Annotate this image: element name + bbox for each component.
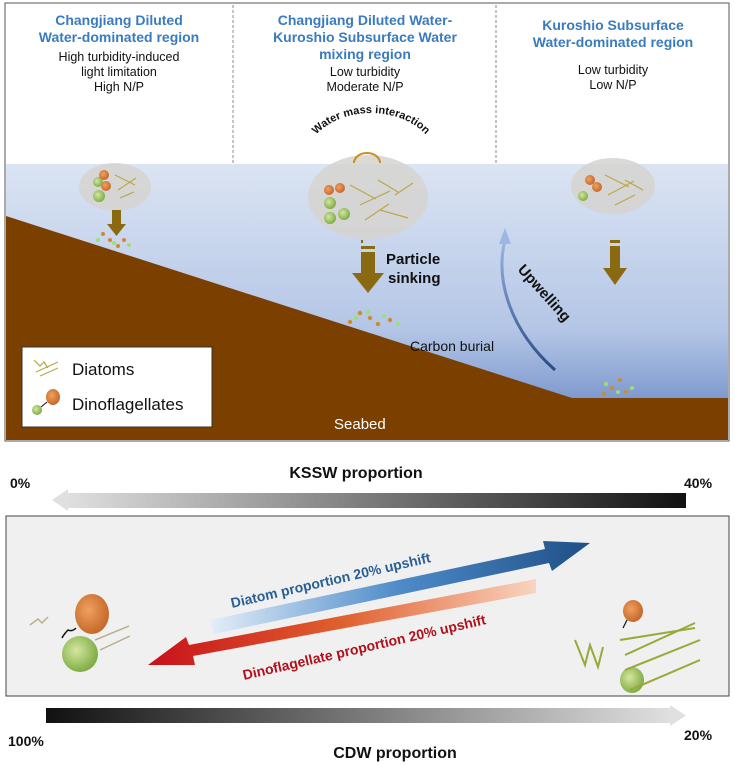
plankton-cluster-mixing [308, 155, 428, 239]
kssw-gradient-arrow [52, 489, 686, 511]
kssw-scale-left: 0% [10, 475, 31, 491]
legend-label-dinoflagellates: Dinoflagellates [72, 395, 184, 414]
dinoflagellate-shift-arrow [148, 579, 536, 665]
cdw-scale-left: 100% [8, 733, 44, 749]
diatom-shift-arrow [210, 541, 590, 634]
cdw-scale-title: CDW proportion [333, 745, 457, 762]
upwelling-arrowhead [499, 228, 511, 244]
lower-panel-frame [5, 515, 730, 697]
kssw-scale-right: 40% [684, 475, 713, 491]
seabed-label: Seabed [334, 416, 386, 433]
region-header-mixing: Changjiang Diluted Water-Kuroshio Subsur… [238, 12, 492, 95]
plankton-cluster-cdw [79, 163, 151, 211]
legend: Diatoms Dinoflagellates [21, 346, 213, 428]
plankton-cluster-kssw [571, 158, 655, 214]
cdw-scale-right: 20% [684, 727, 713, 743]
dinoflagellate-icon [32, 389, 60, 415]
upwelling-arrow [500, 239, 556, 372]
region-title: Changjiang Diluted Water-Kuroshio Subsur… [273, 12, 457, 62]
sinking-arrow-mixing [352, 240, 384, 293]
cdw-gradient-arrow [46, 705, 686, 726]
kssw-scale-title: KSSW proportion [289, 465, 422, 482]
carbon-burial-label: Carbon burial [410, 338, 494, 354]
sinking-arrow-kssw [603, 240, 627, 285]
left-organisms-illustration [29, 594, 131, 672]
right-organisms-illustration [574, 600, 701, 693]
sediment-particles [96, 232, 634, 396]
particle-sinking-label: Particle [386, 251, 440, 268]
particle-sinking-label: sinking [388, 270, 441, 287]
legend-label-diatoms: Diatoms [72, 360, 134, 379]
diatom-icon [33, 359, 59, 377]
sinking-arrow-cdw [107, 210, 126, 236]
interaction-cycle-icon [353, 152, 381, 164]
